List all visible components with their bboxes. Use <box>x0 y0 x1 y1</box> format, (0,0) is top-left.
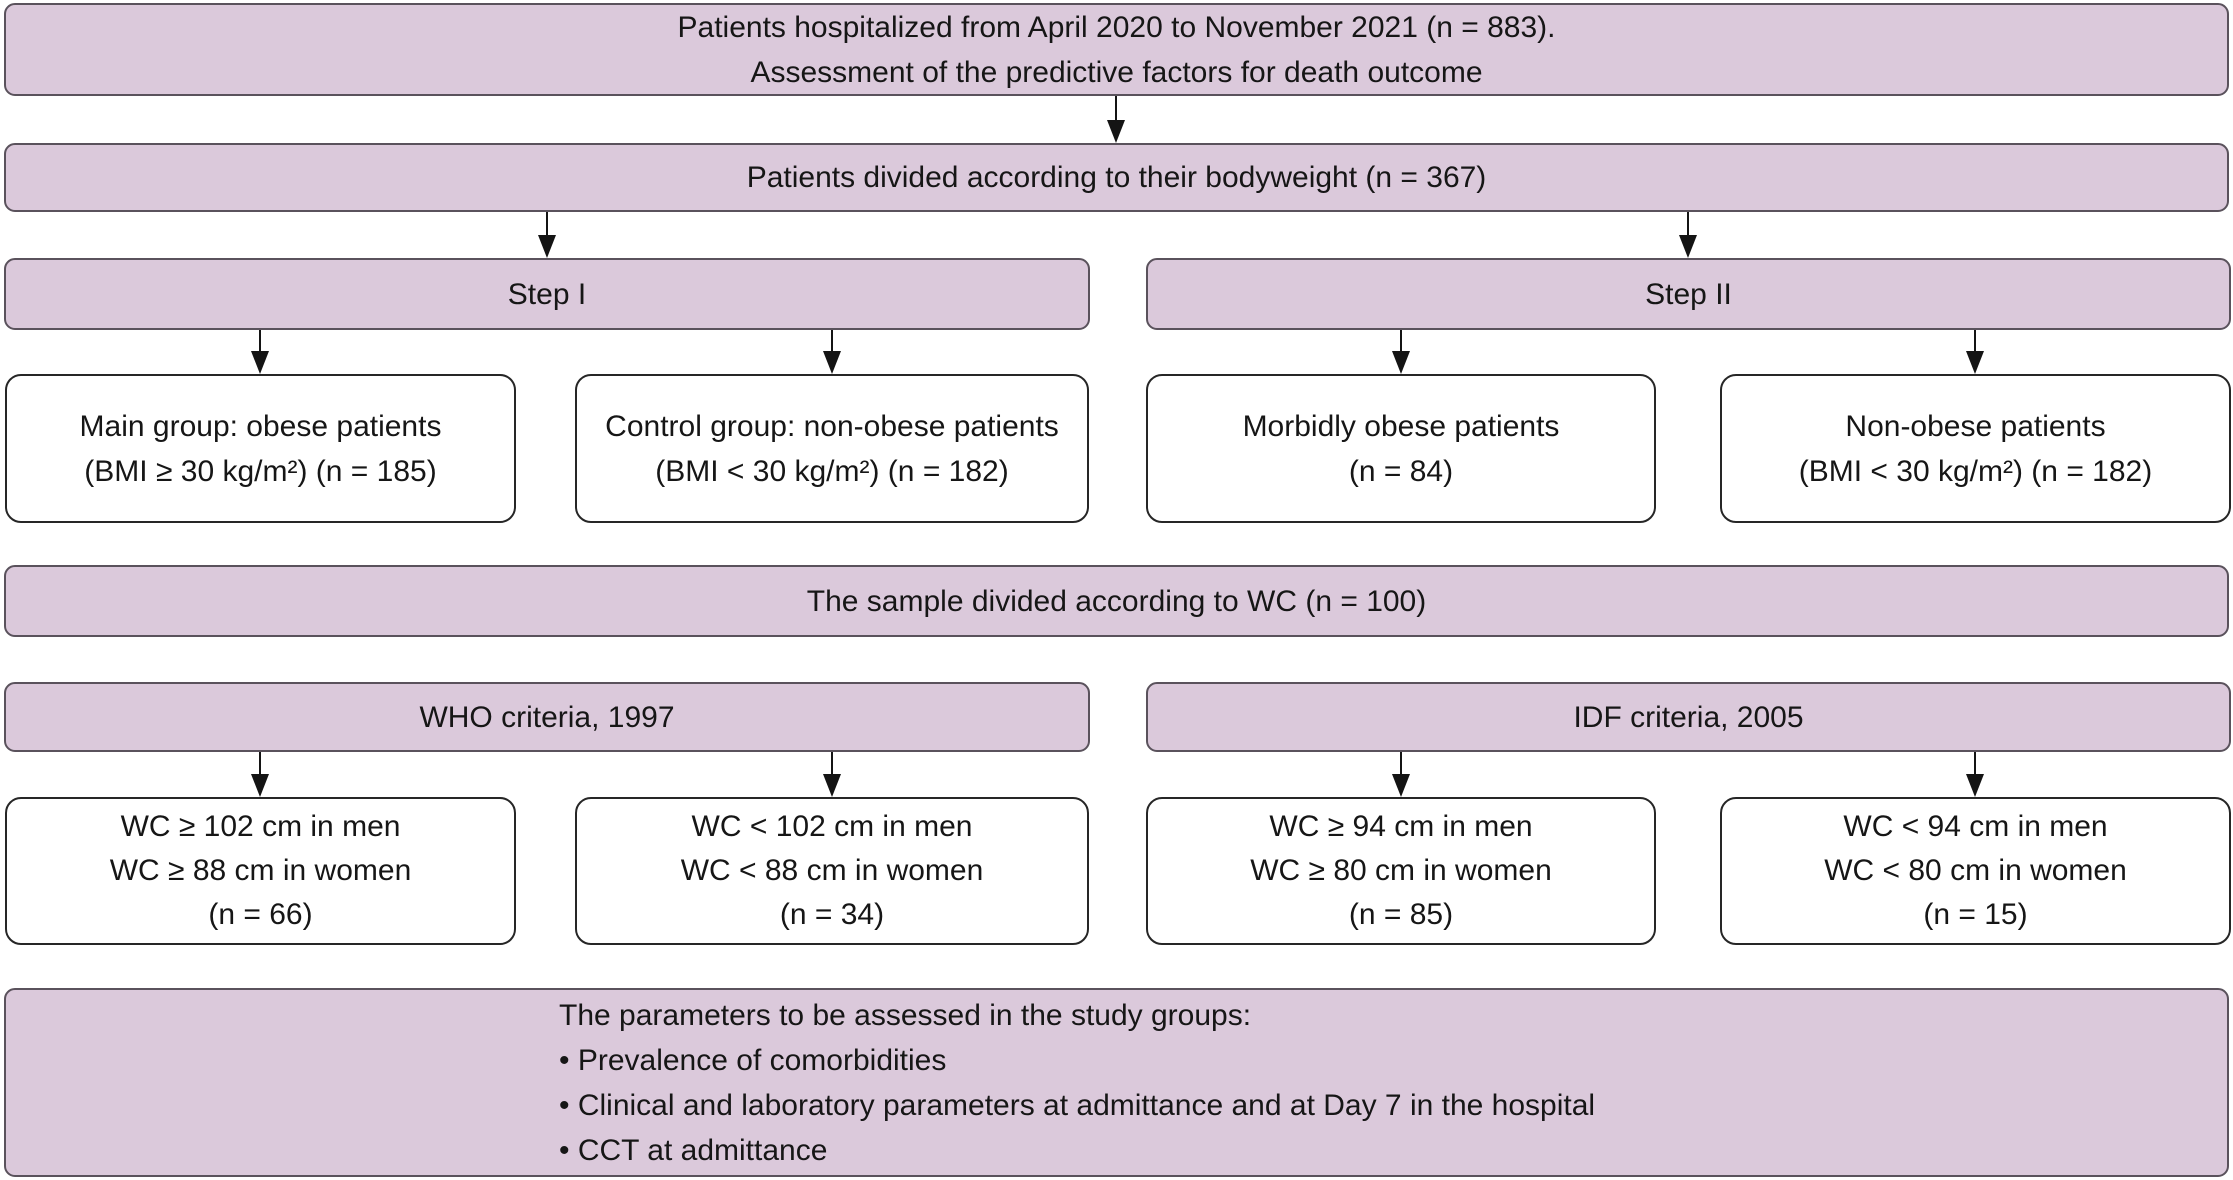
box-text-line: (n = 34) <box>779 898 885 931</box>
parameters-box: The parameters to be assessed in the stu… <box>4 988 2229 1177</box>
arrow-down-icon <box>250 330 270 374</box>
arrow-down-icon <box>1965 330 1985 374</box>
step2-box: Step II <box>1146 258 2231 330</box>
box-text-line: The sample divided according to WC (n = … <box>806 584 1427 618</box>
wc-division-box: The sample divided according to WC (n = … <box>4 565 2229 637</box>
arrow-down-icon <box>250 752 270 797</box>
arrow-down-icon <box>1678 212 1698 258</box>
box-text-line: (n = 85) <box>1348 898 1454 931</box>
box-text-line: Step II <box>1645 277 1732 311</box>
box-text-line: (BMI < 30 kg/m²) (n = 182) <box>1798 454 2153 488</box>
box-text-line: Main group: obese patients <box>79 409 442 443</box>
box-text-line: WC < 102 cm in men <box>691 810 973 843</box>
box-text-line: Patients divided according to their body… <box>746 161 1487 194</box>
idf-criteria-box: IDF criteria, 2005 <box>1146 682 2231 752</box>
arrow-down-icon <box>537 212 557 258</box>
patients-hospitalized-box: Patients hospitalized from April 2020 to… <box>4 3 2229 96</box>
box-text-line: (BMI < 30 kg/m²) (n = 182) <box>655 454 1009 488</box>
box-text-line: • Clinical and laboratory parameters at … <box>559 1088 1596 1122</box>
box-text-line: (BMI ≥ 30 kg/m²) (n = 185) <box>84 454 437 488</box>
arrow-down-icon <box>822 330 842 374</box>
arrow-down-icon <box>1391 330 1411 374</box>
who-above-cutoff-box: WC ≥ 102 cm in men WC ≥ 88 cm in women (… <box>5 797 516 945</box>
box-text-line: (n = 66) <box>208 898 313 931</box>
step1-box: Step I <box>4 258 1090 330</box>
box-text-line: Non-obese patients <box>1845 409 2106 443</box>
box-text-line: WC < 80 cm in women <box>1824 854 2127 887</box>
box-text-line: The parameters to be assessed in the stu… <box>559 998 1252 1032</box>
box-text-line: Morbidly obese patients <box>1242 409 1560 443</box>
box-text-line: (n = 84) <box>1348 454 1454 488</box>
box-text-line: WHO criteria, 1997 <box>419 700 675 734</box>
box-text-line: • Prevalence of comorbidities <box>559 1043 947 1077</box>
box-text-line: WC ≥ 94 cm in men <box>1269 810 1533 843</box>
box-text-line: • CCT at admittance <box>559 1133 828 1167</box>
idf-below-cutoff-box: WC < 94 cm in men WC < 80 cm in women (n… <box>1720 797 2231 945</box>
box-text-line: Assessment of the predictive factors for… <box>750 55 1483 89</box>
arrow-down-icon <box>1106 96 1126 143</box>
who-below-cutoff-box: WC < 102 cm in men WC < 88 cm in women (… <box>575 797 1089 945</box>
box-text-line: (n = 15) <box>1923 898 2028 931</box>
arrow-down-icon <box>1391 752 1411 797</box>
non-obese-box: Non-obese patients (BMI < 30 kg/m²) (n =… <box>1720 374 2231 523</box>
who-criteria-box: WHO criteria, 1997 <box>4 682 1090 752</box>
box-text-line: WC < 94 cm in men <box>1843 810 2108 843</box>
box-text-line: WC ≥ 102 cm in men <box>120 810 401 843</box>
box-text-line: WC < 88 cm in women <box>680 854 984 887</box>
arrow-down-icon <box>822 752 842 797</box>
box-text-line: Step I <box>507 277 587 311</box>
box-text-line: WC ≥ 88 cm in women <box>109 854 412 887</box>
control-group-box: Control group: non-obese patients (BMI <… <box>575 374 1089 523</box>
box-text-line: Control group: non-obese patients <box>605 409 1059 443</box>
box-text-line: WC ≥ 80 cm in women <box>1250 854 1552 887</box>
idf-above-cutoff-box: WC ≥ 94 cm in men WC ≥ 80 cm in women (n… <box>1146 797 1656 945</box>
main-group-box: Main group: obese patients (BMI ≥ 30 kg/… <box>5 374 516 523</box>
box-text-line: Patients hospitalized from April 2020 to… <box>677 10 1556 44</box>
morbidly-obese-box: Morbidly obese patients (n = 84) <box>1146 374 1656 523</box>
bodyweight-division-box: Patients divided according to their body… <box>4 143 2229 212</box>
box-text-line: IDF criteria, 2005 <box>1573 700 1804 734</box>
arrow-down-icon <box>1965 752 1985 797</box>
